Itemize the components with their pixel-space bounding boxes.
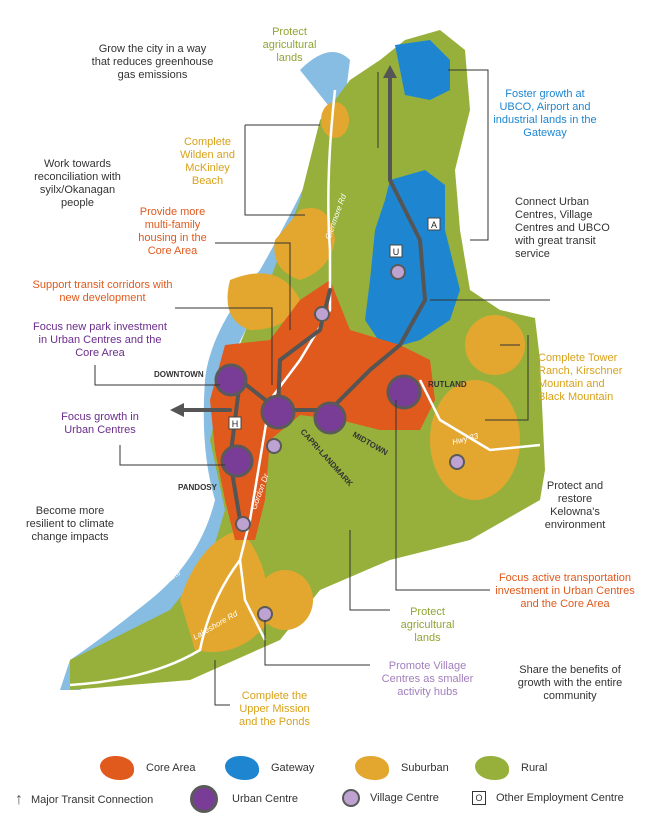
village-centre-icon bbox=[342, 789, 360, 807]
legend-urban-centre: Urban Centre bbox=[190, 785, 298, 813]
legend-village: Village Centre bbox=[342, 789, 439, 807]
label-transit-corridors: Support transit corridors with new devel… bbox=[32, 279, 173, 304]
gateway-zone-south bbox=[365, 170, 460, 350]
urban-centre-pandosy bbox=[220, 444, 254, 478]
core-swatch-icon bbox=[100, 756, 134, 780]
label-protect-ag-top: Protect agricultural lands bbox=[262, 26, 317, 64]
suburban-zones bbox=[180, 102, 525, 652]
label-foster-growth: Foster growth at UBCO, Airport and indus… bbox=[493, 88, 597, 139]
legend-gateway: Gateway bbox=[225, 756, 314, 780]
rural-swatch-icon bbox=[475, 756, 509, 780]
label-complete-tower: Complete Tower Ranch, Kirschner Mountain… bbox=[538, 352, 623, 403]
markers: U A H bbox=[228, 217, 441, 430]
label-grow-city: Grow the city in a way that reduces gree… bbox=[91, 43, 214, 81]
legend-suburban: Suburban bbox=[355, 756, 449, 780]
label-promote-village: Promote Village Centres as smaller activ… bbox=[381, 660, 474, 698]
gateway-swatch-icon bbox=[225, 756, 259, 780]
label-connect-urban: Connect Urban Centres, Village Centres a… bbox=[515, 196, 610, 260]
label-park-investment: Focus new park investment in Urban Centr… bbox=[33, 321, 167, 359]
urban-centre-downtown bbox=[214, 363, 248, 397]
legend-core: Core Area bbox=[100, 756, 196, 780]
urban-centre-icon bbox=[190, 785, 218, 813]
leader-lines bbox=[94, 69, 550, 706]
village-centres bbox=[235, 264, 465, 622]
label-protect-ag-bottom: Protect agricultural lands bbox=[400, 606, 455, 644]
arrow-up-icon: ↑ bbox=[15, 791, 23, 808]
label-active-transport: Focus active transportation investment i… bbox=[495, 572, 635, 610]
urban-centre-rutland bbox=[386, 374, 422, 410]
label-protect-environment: Protect and restore Kelowna's environmen… bbox=[544, 480, 606, 531]
label-complete-wilden: Complete Wilden and McKinley Beach bbox=[179, 136, 236, 187]
svg-text:A: A bbox=[431, 220, 437, 230]
legend-transit: ↑ Major Transit Connection bbox=[15, 791, 154, 808]
label-resilient: Become more resilient to climate change … bbox=[25, 505, 115, 543]
gateway-zone bbox=[395, 40, 450, 100]
label-reconciliation: Work towards reconciliation with syilx/O… bbox=[34, 158, 121, 209]
legend-other-employment: O Other Employment Centre bbox=[472, 791, 624, 805]
label-multi-family: Provide more multi-family housing in the… bbox=[138, 206, 207, 257]
svg-text:U: U bbox=[393, 247, 400, 257]
square-marker-icon: O bbox=[472, 791, 486, 805]
label-upper-mission: Complete the Upper Mission and the Ponds bbox=[239, 690, 310, 728]
urban-centre-midtown bbox=[313, 401, 347, 435]
svg-text:H: H bbox=[232, 419, 239, 429]
legend-rural: Rural bbox=[475, 756, 547, 780]
suburban-swatch-icon bbox=[355, 756, 389, 780]
svg-text:RUTLAND: RUTLAND bbox=[428, 380, 467, 389]
label-share-benefits: Share the benefits of growth with the en… bbox=[517, 664, 623, 702]
urban-centre-capri bbox=[260, 394, 296, 430]
label-focus-growth: Focus growth in Urban Centres bbox=[61, 411, 139, 436]
svg-text:PANDOSY: PANDOSY bbox=[178, 483, 218, 492]
svg-text:DOWNTOWN: DOWNTOWN bbox=[154, 370, 204, 379]
transit-arrow-north bbox=[383, 65, 397, 78]
transit-arrow-west bbox=[170, 403, 184, 417]
